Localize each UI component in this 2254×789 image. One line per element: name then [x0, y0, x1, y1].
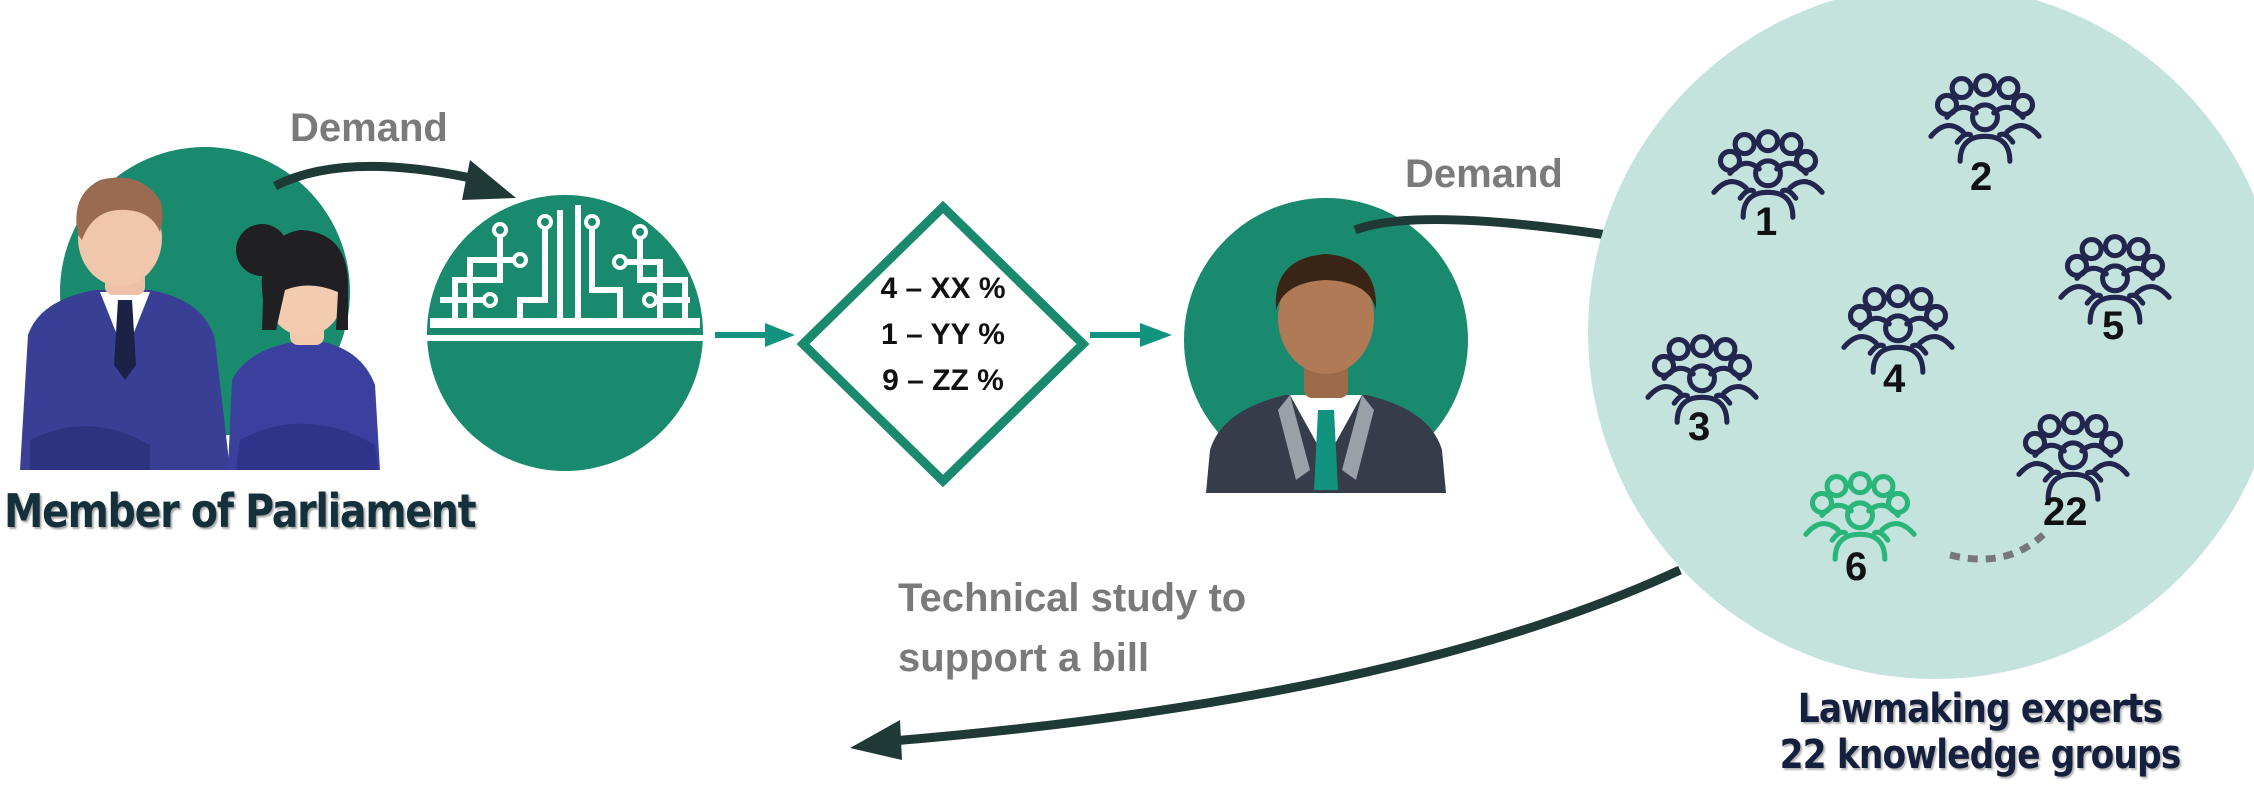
results-diamond [796, 200, 1090, 488]
demand-label-right: Demand [1405, 152, 1563, 196]
group-number-1: 1 [1755, 200, 1778, 244]
member-of-parliament-icon [20, 147, 380, 470]
group-number-2: 2 [1970, 155, 1993, 199]
group-number-5: 5 [2102, 304, 2125, 348]
experts-label: Lawmaking experts 22 knowledge groups [1779, 686, 2182, 778]
percentages-list: 4 – XX % 1 – YY % 9 – ZZ % [843, 266, 1043, 404]
group-number-6: 6 [1845, 545, 1868, 589]
member-of-parliament-label: Member of Parliament [4, 484, 477, 538]
percentage-item: 4 – XX % [880, 272, 1006, 305]
group-number-4: 4 [1883, 357, 1906, 401]
percentage-item: 9 – ZZ % [882, 364, 1004, 397]
analyst-icon [1184, 198, 1468, 493]
percentage-item: 1 – YY % [881, 318, 1005, 351]
group-number-22: 22 [2043, 490, 2088, 534]
data-system-icon [420, 195, 710, 471]
group-number-3: 3 [1688, 405, 1711, 449]
technical-study-label: Technical study to support a bill [898, 576, 1247, 680]
demand-label-left: Demand [290, 106, 448, 150]
